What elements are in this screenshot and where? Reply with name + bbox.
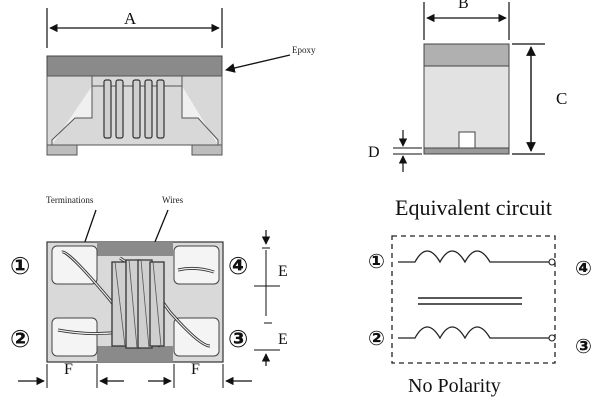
side-epoxy	[423, 43, 510, 67]
equivalent-circuit: Equivalent circuit ① ② ④ ③ No Polarity	[368, 195, 592, 397]
circuit-pin4: ④	[575, 256, 592, 280]
epoxy-arrow	[225, 54, 291, 73]
circuit-pin2: ②	[368, 326, 385, 350]
dim-f-left-label: F	[64, 361, 73, 378]
dim-b-label: B	[458, 0, 469, 12]
terminations-label: Terminations	[46, 195, 94, 205]
circuit-pin3: ③	[575, 334, 592, 358]
bottom-pin2: ②	[10, 325, 30, 353]
coil-lower	[398, 326, 550, 340]
dim-e-top-label: E	[278, 263, 288, 280]
bottom-pin4: ④	[228, 252, 248, 280]
dim-c-label: C	[556, 89, 567, 108]
dim-d-label: D	[368, 144, 380, 161]
equivalent-circuit-title: Equivalent circuit	[395, 195, 552, 220]
bottom-view: Terminations Wires	[10, 195, 288, 388]
coil-upper	[398, 250, 550, 264]
pad-2	[51, 317, 98, 357]
pad-1	[51, 245, 98, 285]
epoxy-label: Epoxy	[292, 45, 316, 55]
pad-4	[173, 245, 220, 285]
bottom-pin1: ①	[10, 252, 30, 280]
dim-f-right-label: F	[191, 361, 200, 378]
dim-a-label: A	[124, 9, 137, 28]
wires-label: Wires	[162, 195, 184, 205]
epoxy-cap	[46, 55, 223, 77]
terminal-left-front	[51, 86, 93, 145]
terminal-right-front	[181, 86, 219, 145]
front-view: A Epoxy	[46, 8, 316, 156]
no-polarity-note: No Polarity	[408, 375, 501, 397]
bottom-pin3: ③	[228, 325, 248, 353]
circuit-dashed-box	[391, 235, 556, 364]
side-view: B C D	[368, 0, 567, 172]
winding-front	[103, 79, 165, 139]
dim-e-bottom-label: E	[278, 331, 288, 348]
circuit-pin1: ①	[368, 249, 385, 273]
side-body	[423, 65, 510, 149]
